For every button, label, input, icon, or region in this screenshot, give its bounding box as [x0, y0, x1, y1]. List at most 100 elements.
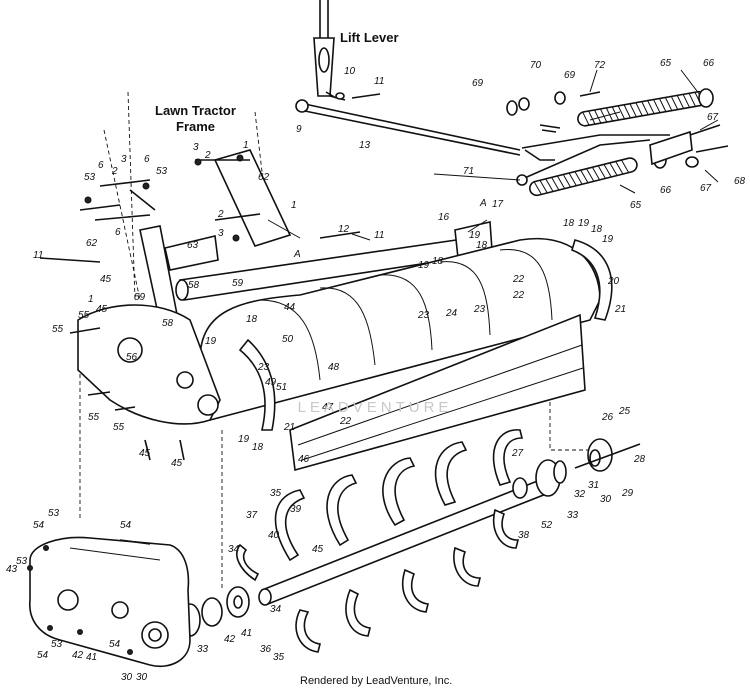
callout-62: 62 [86, 238, 98, 249]
lawn-tractor-frame-caption-line1: Lawn Tractor [155, 103, 236, 118]
callout-19: 19 [469, 230, 481, 241]
callout-19: 19 [205, 336, 217, 347]
callout-1: 1 [88, 294, 94, 305]
callout-58: 58 [188, 280, 200, 291]
part-callouts: 10 11 9 13 69 70 69 72 65 66 67 66 67 68… [6, 58, 746, 683]
callout-47: 47 [322, 402, 334, 413]
callout-54: 41 [86, 652, 97, 663]
callout-59: 59 [134, 292, 146, 303]
callout-3: 3 [121, 154, 127, 165]
callout-32: 32 [574, 489, 586, 500]
callout-20: 20 [607, 276, 620, 287]
callout-28: 28 [633, 454, 646, 465]
callout-42: 36 [260, 644, 272, 655]
callout-A: A [293, 249, 301, 260]
callout-53: 54 [33, 520, 45, 531]
callout-66: 66 [660, 185, 672, 196]
callout-56: 56 [126, 352, 138, 363]
callout-30: 42 [224, 634, 236, 645]
callout-23: 23 [417, 310, 430, 321]
footer-credit: Rendered by LeadVenture, Inc. [300, 675, 452, 687]
callout-1: 1 [243, 140, 249, 151]
gear-case [27, 536, 191, 667]
callout-33: 41 [241, 628, 252, 639]
callout-59: 59 [232, 278, 244, 289]
callout-37: 40 [268, 530, 280, 541]
lift-lever-caption: Lift Lever [340, 30, 399, 45]
callout-23: 23 [473, 304, 486, 315]
callout-69: 69 [472, 78, 484, 89]
tine-hood-assembly [175, 221, 613, 472]
callout-36: 34 [270, 604, 282, 615]
callout-9: 9 [296, 124, 302, 135]
callout-41: 35 [273, 652, 285, 663]
callout-11: 11 [33, 250, 43, 261]
callout-45: 45 [171, 458, 183, 469]
callout-34: 45 [312, 544, 324, 555]
callout-6: 6 [98, 160, 104, 171]
callout-45: 45 [100, 274, 112, 285]
callout-48: 48 [328, 362, 340, 373]
callout-45: 54 [120, 520, 132, 531]
lawn-tractor-frame-caption-line2: Frame [176, 119, 215, 134]
leader-lines [267, 69, 719, 241]
callout-53: 53 [84, 172, 96, 183]
callout-50: 50 [282, 334, 294, 345]
callout-26: 26 [601, 412, 614, 423]
callout-38: 35 [270, 488, 282, 499]
callout-72: 72 [594, 60, 606, 71]
callout-46: 46 [298, 454, 310, 465]
callout-1: 1 [291, 200, 297, 211]
callout-19: 19 [578, 218, 590, 229]
callout-53: 42 [72, 650, 84, 661]
callout-62: 62 [258, 172, 270, 183]
callout-18: 18 [246, 314, 258, 325]
callout-71: 71 [463, 166, 474, 177]
lift-lever-assembly [295, 0, 670, 186]
callout-25: 25 [618, 406, 631, 417]
callout-63: 63 [187, 240, 199, 251]
callout-41: 30 [121, 672, 133, 683]
callout-16: 16 [438, 212, 450, 223]
callout-11: 11 [374, 230, 384, 241]
callout-3: 3 [193, 142, 199, 153]
callout-66: 66 [703, 58, 715, 69]
callout-30: 30 [600, 494, 612, 505]
left-side-plate [69, 304, 221, 461]
callout-53: 43 [6, 564, 18, 575]
callout-65: 65 [630, 200, 642, 211]
tine-shaft-assembly [179, 429, 641, 653]
callout-54: 53 [51, 639, 63, 650]
callout-19: 19 [602, 234, 614, 245]
callout-39: 37 [246, 510, 258, 521]
callout-30: 33 [197, 644, 209, 655]
callout-49: 49 [265, 377, 277, 388]
callout-13: 13 [359, 140, 371, 151]
callout-43: 54 [109, 639, 121, 650]
callout-2: 2 [204, 150, 211, 161]
callout-6: 6 [144, 154, 150, 165]
callout-31: 31 [588, 480, 599, 491]
callout-44: 44 [284, 302, 296, 313]
callout-17: 17 [492, 199, 504, 210]
callout-53: 53 [156, 166, 168, 177]
callout-18: 18 [476, 240, 488, 251]
callout-23: 23 [257, 362, 270, 373]
callout-2: 2 [111, 166, 118, 177]
callout-67: 67 [707, 112, 719, 123]
callout-55: 55 [52, 324, 64, 335]
callout-45: 45 [96, 304, 108, 315]
callout-30: 33 [567, 510, 579, 521]
callout-55: 55 [113, 422, 125, 433]
callout-33: 52 [541, 520, 553, 531]
callout-11: 11 [374, 76, 384, 87]
callout-6: 6 [115, 227, 121, 238]
callout-54: 53 [16, 556, 28, 567]
callout-2: 2 [217, 209, 224, 220]
callout-52: 38 [518, 530, 530, 541]
callout-22: 22 [512, 290, 525, 301]
callout-51: 51 [276, 382, 287, 393]
callout-65: 65 [660, 58, 672, 69]
